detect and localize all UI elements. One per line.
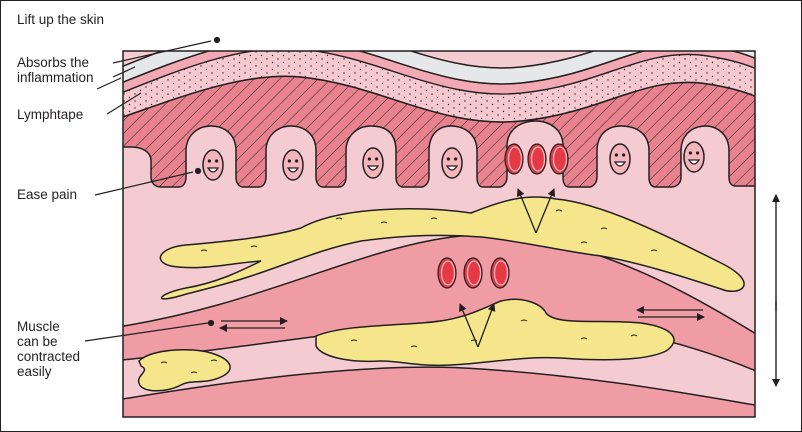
red-blood-cell-icon (438, 258, 456, 288)
label-ease-pain: Ease pain (17, 187, 77, 202)
smiley-face-icon (363, 148, 383, 178)
smiley-face-icon (610, 144, 630, 174)
red-blood-cell-icon (505, 144, 523, 174)
smiley-face-icon (442, 148, 462, 178)
red-blood-cell-icon (550, 144, 568, 174)
red-blood-cell-icon (491, 258, 509, 288)
label-lift-skin: Lift up the skin (17, 12, 104, 27)
label-muscle-line2: can be (17, 334, 58, 349)
smiley-face-icon (283, 150, 303, 180)
smiley-face-icon (684, 142, 704, 172)
label-lymphtape: Lymphtape (17, 107, 83, 122)
label-muscle-line1: Muscle (17, 319, 60, 334)
label-muscle-line3: contracted (17, 349, 80, 364)
label-absorbs-line2: inflammation (17, 70, 94, 85)
smiley-face-icon (203, 150, 223, 180)
label-absorbs-line1: Absorbs the (17, 55, 89, 70)
label-muscle-line4: easily (17, 364, 52, 379)
red-blood-cell-icon (528, 144, 546, 174)
red-blood-cell-icon (464, 258, 482, 288)
